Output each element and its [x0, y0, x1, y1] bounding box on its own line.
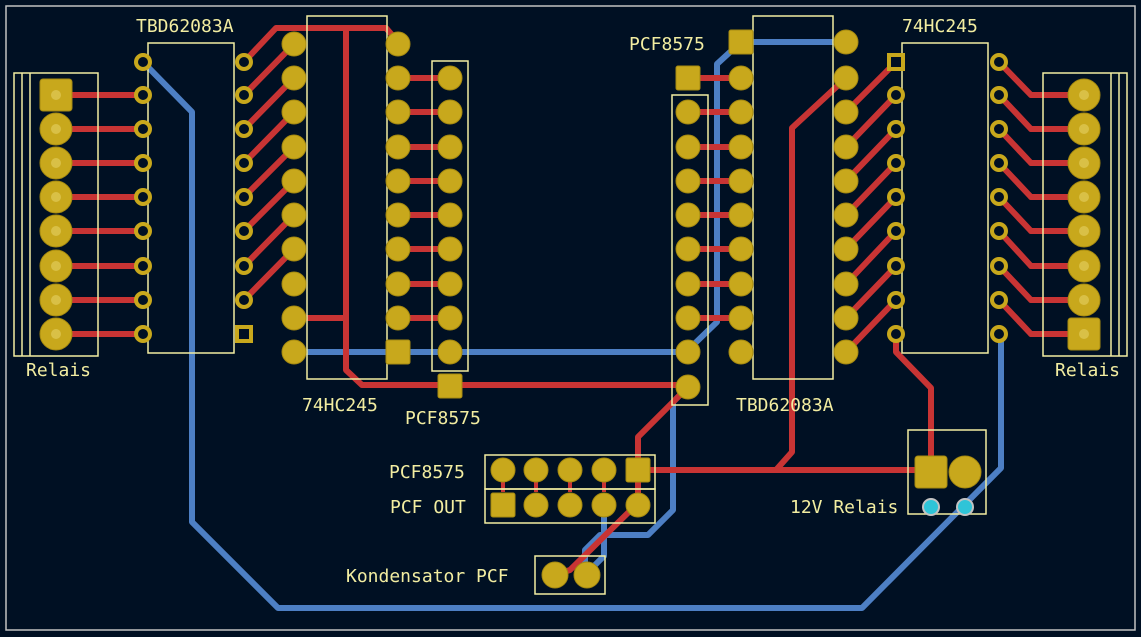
label-relais-12v: 12V Relais [790, 497, 898, 518]
label-pcf-out: PCF OUT [390, 497, 466, 518]
label-kondensator: Kondensator PCF [346, 566, 509, 587]
tbd-left-pads [134, 53, 253, 343]
pcf-right-header-pads [675, 65, 701, 400]
relais-left-pads [39, 78, 73, 351]
pcf-jumpers [501, 482, 606, 492]
pads [39, 29, 1101, 589]
label-tbd-right: TBD62083A [736, 395, 834, 416]
relais-right-pads [1067, 78, 1101, 351]
label-tbd-left: TBD62083A [136, 16, 234, 37]
kondensator-pads [541, 561, 601, 589]
hc245-left-pads [281, 31, 411, 365]
relais-12v-pads [914, 455, 982, 516]
label-relais-right: Relais [1055, 360, 1120, 381]
label-relais-left: Relais [26, 360, 91, 381]
label-hc245-right: 74HC245 [902, 16, 978, 37]
label-pcf-center: PCF8575 [389, 462, 465, 483]
label-pcf-right: PCF8575 [629, 34, 705, 55]
board-edge [5, 5, 1136, 631]
label-pcf-left: PCF8575 [405, 408, 481, 429]
hc245-right-pads [728, 29, 859, 365]
pcf-center-pads [490, 457, 651, 518]
pcf-left-header-pads [437, 65, 463, 399]
drill-holes [51, 90, 1089, 339]
label-hc245-left: 74HC245 [302, 395, 378, 416]
tbd-right-pads [887, 53, 1008, 343]
